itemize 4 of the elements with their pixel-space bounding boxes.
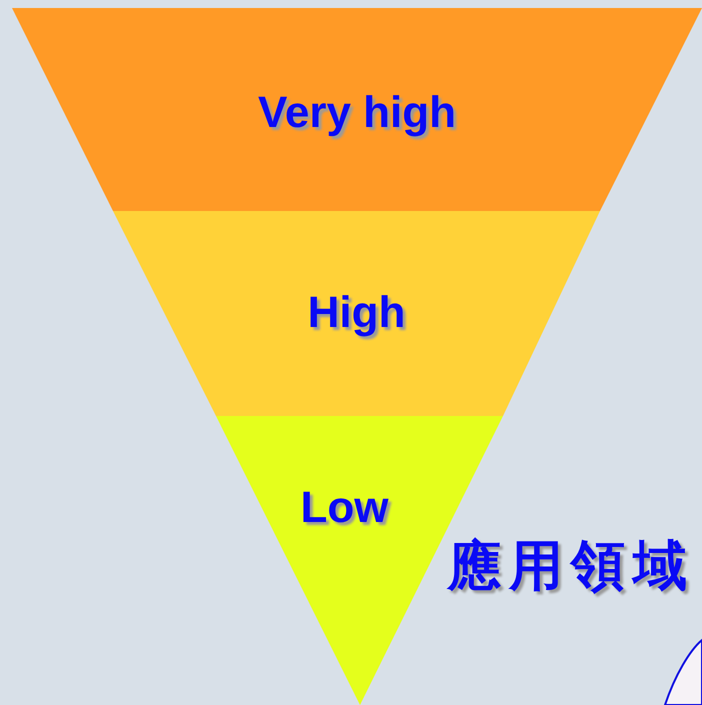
band-label: Very high (258, 88, 456, 138)
heading-text: 應用領域 (447, 532, 695, 599)
band-label: High (308, 288, 406, 338)
band-label: Low (300, 483, 388, 533)
